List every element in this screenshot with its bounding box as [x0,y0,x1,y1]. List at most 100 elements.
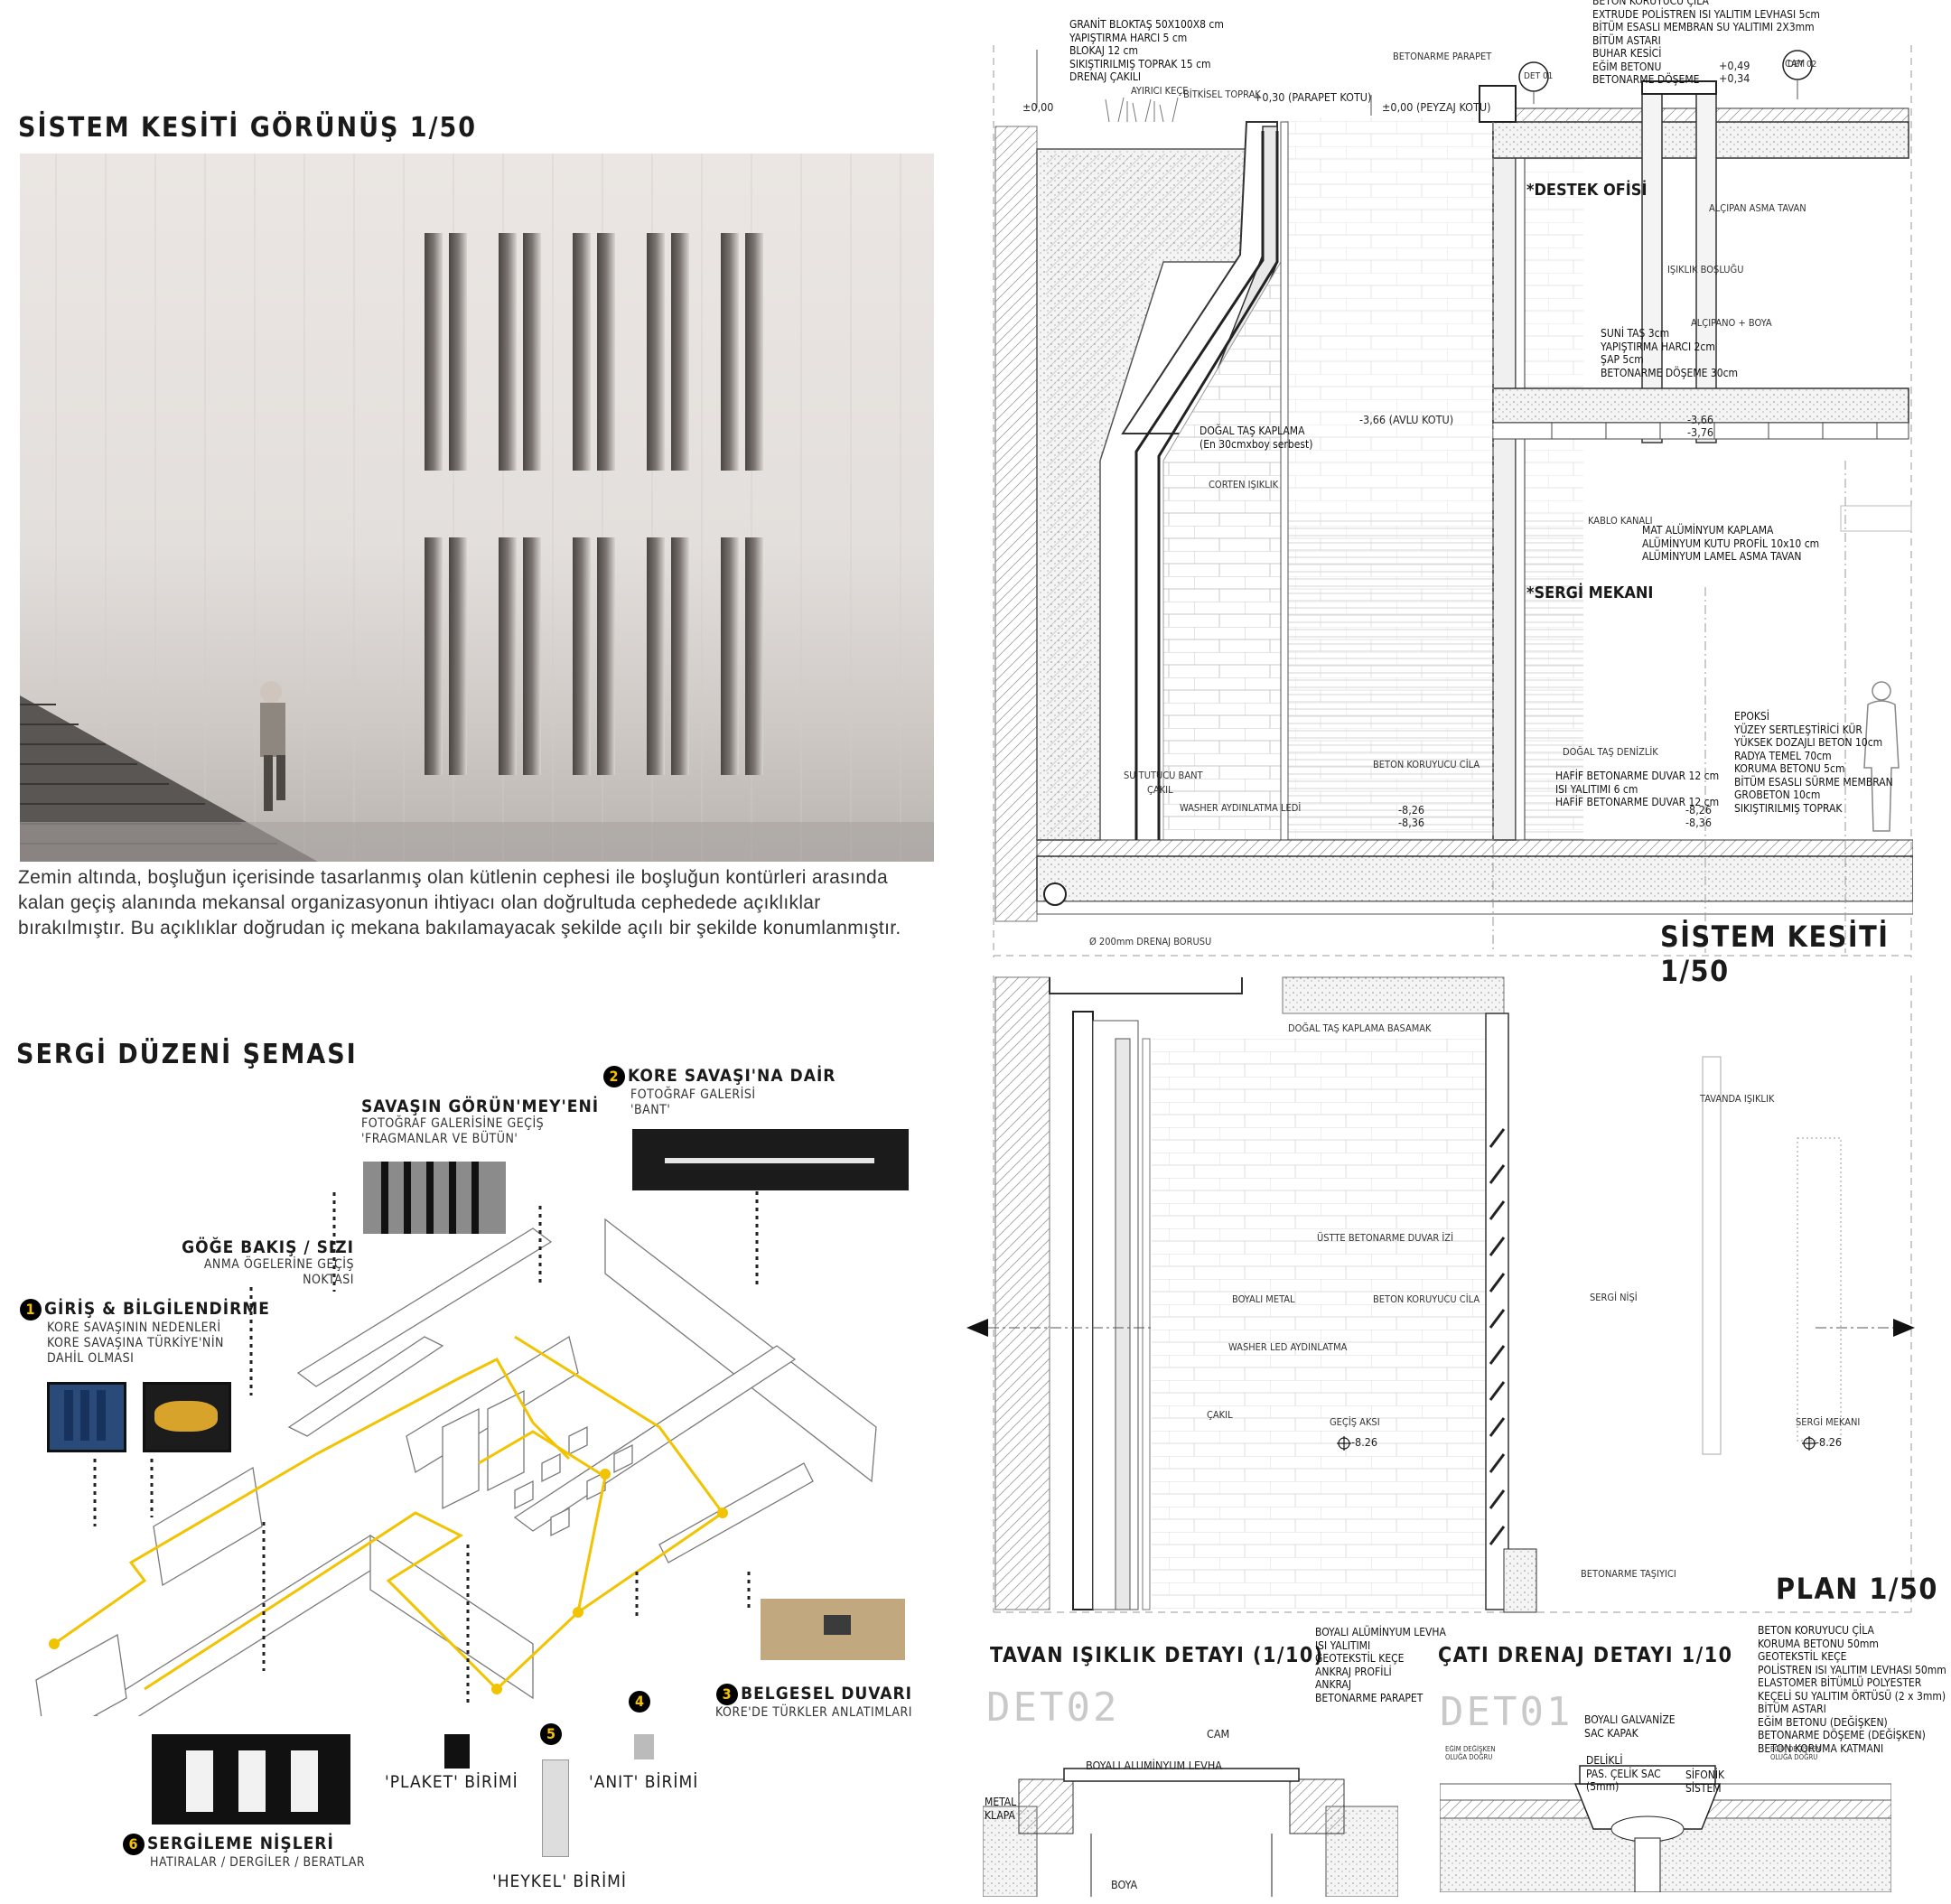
item-sub: KORE SAVAŞININ NEDENLERİ [47,1321,221,1335]
level-366: -3,66 [1687,413,1714,426]
section-title: SİSTEM KESİTİ 1/50 [1660,919,1890,988]
layer-label: SİSTEM [1685,1781,1722,1795]
thumb-anit [634,1734,654,1759]
plan-basamak-label: DOĞAL TAŞ KAPLAMA BASAMAK [1288,1022,1432,1034]
level-376: -3,76 [1687,425,1714,439]
layer-label: ISI YALITIMI 6 cm [1555,782,1638,796]
ceiling-layers-list: MAT ALÜMİNYUM KAPLAMA ALÜMİNYUM KUTU PRO… [1642,524,1819,564]
det01-delikli: DELİKLİ PAS. ÇELİK SAC (5mm) [1586,1754,1661,1794]
layer-label: KORUMA BETONU 50mm [1758,1637,1879,1650]
item-number: 3 [716,1684,739,1705]
destek-label: *DESTEK OFİSİ [1526,181,1648,200]
layer-label: BETON KORUYUCU ÇİLA [1758,1624,1874,1637]
plan-sergi-mekani-label: SERGİ MEKANI [1796,1416,1861,1428]
item-title: SERGİLEME NİŞLERİ [147,1834,334,1853]
plan-gecis-label: GEÇİŞ AKSI [1330,1416,1380,1428]
item-number: 4 [629,1691,650,1713]
det02-title: TAVAN IŞIKLIK DETAYI (1/10) [990,1644,1324,1667]
layer-label: PAS. ÇELİK SAC [1586,1767,1661,1780]
thumb-heykel [542,1759,569,1857]
item-number: 5 [540,1723,562,1745]
det02-boyali-label: BOYALI ALUMİNYUM LEVHA [1086,1759,1222,1772]
item-anit-title: 'ANIT' BİRİMİ [589,1772,699,1792]
layer-label: GEOTEKSTİL KEÇE [1315,1652,1405,1665]
det01-egim-right: EĞİM DEĞİŞKEN OLUĞA DOĞRU [1770,1745,1821,1761]
item-sub: FOTOĞRAF GALERİSİ [630,1087,756,1102]
level-peyzaj: ±0,00 (PEYZAJ KOTU) [1382,100,1491,114]
layer-label: MAT ALÜMİNYUM KAPLAMA [1642,524,1774,537]
layer-label: BETONARME DÖŞEME (DEĞİŞKEN) [1758,1729,1926,1741]
det02-marker: DET 02 [1788,60,1817,70]
layer-label: BETONARME DÖŞEME 30cm [1601,366,1739,379]
layer-label: BİTÜM ESASLI SÜRME MEMBRAN [1734,775,1893,789]
layer-label: BİTÜM ESASLI MEMBRAN SU YALITIMI 2X3mm [1592,21,1815,33]
su-tutucu-label: SU TUTUCU BANT [1124,770,1203,781]
layer-label: BOYALI ALÜMİNYUM LEVHA [1315,1626,1446,1638]
level-avlu: -3,66 (AVLU KOTU) [1359,413,1454,426]
layer-label: SUNİ TAŞ 3cm [1601,327,1670,340]
thumb-map-panels [47,1382,126,1452]
item-number: 2 [603,1066,625,1087]
layer-label: OLUĞA DOĞRU [1770,1753,1818,1762]
layer-label: ISI YALITIMI [1315,1638,1371,1652]
plan-beton-cila-label: BETON KORUYUCU CİLA [1373,1293,1480,1305]
layer-label: GRANİT BLOKTAŞ 50X100X8 cm [1069,18,1224,31]
level-836-right: -8,36 [1685,816,1713,829]
elevation-title: SİSTEM KESİTİ GÖRÜNÜŞ 1/50 [18,112,478,144]
layer-label: BETON KORUMA KATMANI [1758,1741,1884,1755]
thumb-documentary-wall [761,1599,905,1660]
det01-code: DET01 [1440,1689,1573,1735]
item-sub: NOKTASI [303,1273,354,1287]
level-0: ±0,00 [1022,100,1054,114]
layer-label: BUHAR KESİCİ [1592,47,1662,60]
layer-label: METAL [985,1796,1017,1808]
layer-label: EXTRUDE POLİSTREN ISI YALITIM LEVHASI 5c… [1592,7,1820,21]
isiklik-label: IŞIKLIK BOŞLUĞU [1667,264,1744,275]
item-heykel-title: 'HEYKEL' BİRİMİ [492,1871,627,1891]
item-sub: KORE'DE TÜRKLER ANLATIMLARI [715,1705,912,1720]
layer-label: EPOKSİ [1734,710,1769,723]
level-034: +0,34 [1719,71,1750,85]
layers-top-list: GRANİT BLOKTAŞ 50X100X8 cm YAPIŞTIRMA HA… [1069,18,1224,84]
kablo-label: KABLO KANALI [1588,515,1653,527]
layer-label: DOĞAL TAŞ KAPLAMA [1200,425,1305,437]
layer-label: SIKIŞTIRILMIŞ TOPRAK 15 cm [1069,57,1211,70]
level-parapet: +0,30 (PARAPET KOTU) [1254,90,1372,104]
exhibition-title: SERGİ DÜZENİ ŞEMASI [16,1039,358,1070]
item-gorunmeyeni: SAVAŞIN GÖRÜN'MEY'ENİ FOTOĞRAF GALERİSİN… [361,1097,599,1147]
level-826: -8,26 [1398,803,1425,817]
thumb-world-map [143,1382,231,1452]
layer-label: BLOKAJ 12 cm [1069,44,1138,57]
washer-label: WASHER AYDINLATMA LEDİ [1180,802,1302,814]
plan-boyali-label: BOYALI METAL [1232,1293,1295,1305]
layer-label: BOYALI GALVANİZE [1584,1713,1676,1726]
section-drawing [992,45,1914,957]
thumb-niches [152,1734,350,1825]
layer-label: SİFONİK [1685,1769,1725,1781]
elevation-render [20,154,934,862]
det02-cam-label: CAM [1207,1727,1230,1741]
layer-label: EĞİM BETONU [1592,60,1662,73]
layers-roof-list: BETON KORUYUCU ÇİLA EXTRUDE POLİSTREN IS… [1592,0,1820,87]
item-heykel-number: 5 [540,1723,565,1745]
layer-label: POLİSTREN ISI YALITIM LEVHASI 50mm [1758,1663,1946,1676]
sergi-label: *SERGİ MEKANI [1526,583,1654,602]
layer-label: KLAPA [985,1808,1015,1822]
layer-label: ELASTOMER BİTÜMLÜ POLYESTER [1758,1676,1922,1689]
layer-label: (En 30cmxboy serbest) [1200,437,1313,451]
alcipan-asma-label: ALÇIPAN ASMA TAVAN [1709,202,1806,214]
det01-sifonik: SİFONİK SİSTEM [1685,1769,1724,1795]
layer-label: YÜKSEK DOZAJLI BETON 10cm [1734,736,1883,749]
layer-label: GROBETON 10cm [1734,789,1821,801]
plan-tasiyici-label: BETONARME TAŞIYICI [1581,1568,1676,1580]
item-title: BELGESEL DUVARI [741,1684,912,1703]
layer-label: BİTÜM ASTARI [1758,1703,1826,1715]
item-title: KORE SAVAŞI'NA DAİR [628,1066,836,1086]
layer-label: BETONARME PARAPET [1315,1691,1424,1704]
item-number: 6 [123,1834,145,1855]
item-title: SAVAŞIN GÖRÜN'MEY'ENİ [361,1097,600,1116]
layer-label: BİTÜM ASTARI [1592,33,1661,47]
layer-label: YAPIŞTIRMA HARCI 5 cm [1069,31,1188,44]
ground-layers-list: EPOKSİ YÜZEY SERTLEŞTİRİCİ KÜR YÜKSEK DO… [1734,710,1893,815]
